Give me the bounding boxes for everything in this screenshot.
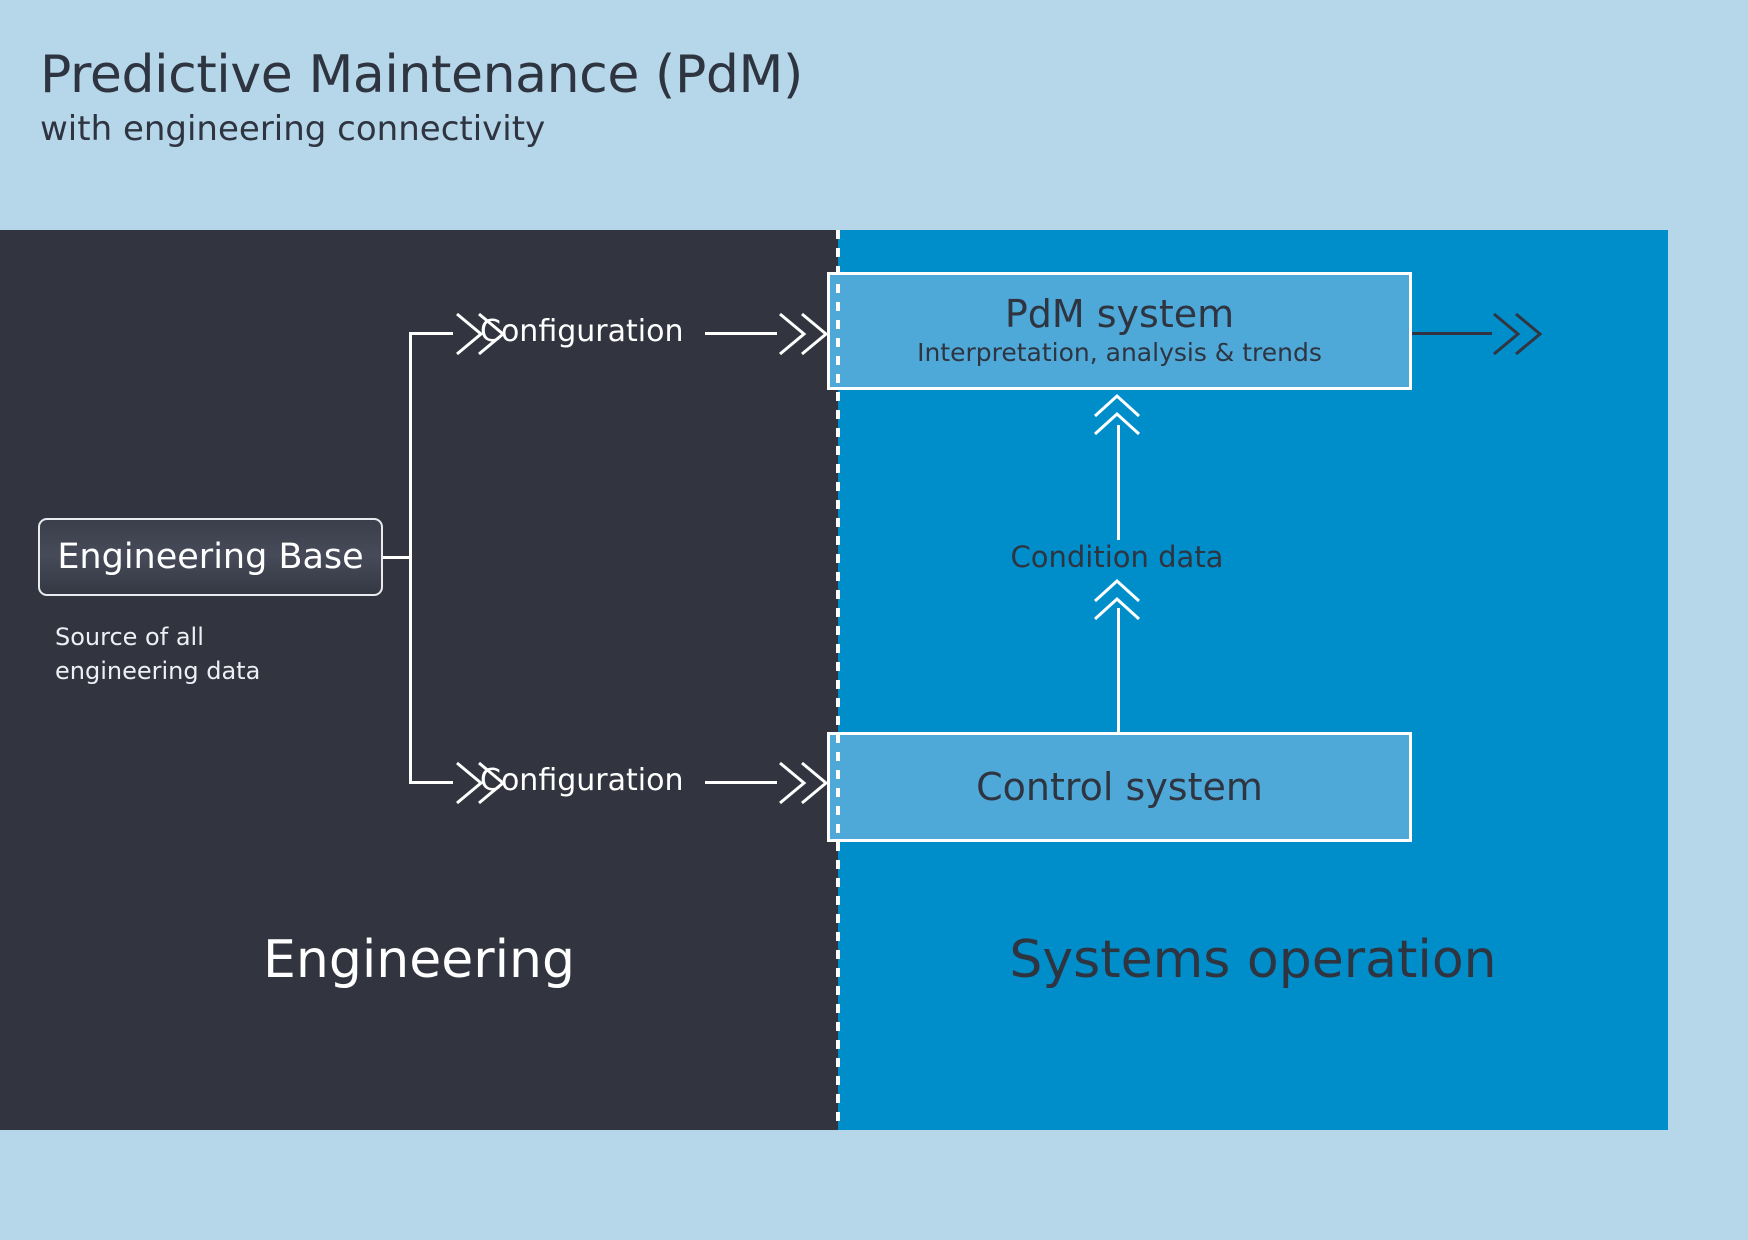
configuration-label-bottom: Configuration — [480, 763, 684, 798]
pdm-system-box[interactable]: PdM system Interpretation, analysis & tr… — [827, 272, 1412, 390]
connector-bottom-outgoing — [705, 781, 777, 784]
page-title: Predictive Maintenance (PdM) — [40, 45, 803, 105]
double-chevron-right-icon — [772, 308, 832, 360]
connector-trunk — [409, 332, 412, 784]
double-chevron-right-icon — [1486, 308, 1546, 360]
connector-stub — [383, 556, 412, 559]
panel-divider — [836, 230, 840, 1130]
configuration-label-top: Configuration — [480, 314, 684, 349]
condition-data-label: Condition data — [1010, 540, 1224, 574]
pdm-system-title: PdM system — [1004, 291, 1235, 336]
engineering-section-label: Engineering — [263, 930, 575, 990]
pdm-outgoing-wire — [1412, 332, 1492, 335]
engineering-panel — [0, 230, 838, 1130]
page-header: Predictive Maintenance (PdM) with engine… — [40, 48, 803, 148]
diagram-canvas: Engineering Base Source of all engineeri… — [0, 230, 1668, 1130]
pdm-system-subtitle: Interpretation, analysis & trends — [917, 338, 1322, 368]
condition-data-wire-lower — [1117, 608, 1120, 734]
double-chevron-right-icon — [449, 308, 509, 360]
double-chevron-up-icon — [1089, 390, 1145, 438]
connector-top-outgoing — [705, 332, 777, 335]
engineering-base-label: Engineering Base — [57, 537, 364, 577]
engineering-base-caption: Source of all engineering data — [55, 623, 261, 686]
control-system-box[interactable]: Control system — [827, 732, 1412, 842]
double-chevron-right-icon — [772, 757, 832, 809]
page-subtitle: with engineering connectivity — [40, 108, 546, 149]
connector-branch-bottom — [409, 781, 453, 784]
engineering-base-node[interactable]: Engineering Base — [38, 518, 383, 596]
control-system-title: Control system — [976, 765, 1263, 809]
double-chevron-right-icon — [449, 757, 509, 809]
double-chevron-up-icon — [1089, 575, 1145, 623]
connector-branch-top — [409, 332, 453, 335]
condition-data-wire-upper — [1117, 425, 1120, 540]
systems-operation-section-label: Systems operation — [1009, 930, 1497, 990]
